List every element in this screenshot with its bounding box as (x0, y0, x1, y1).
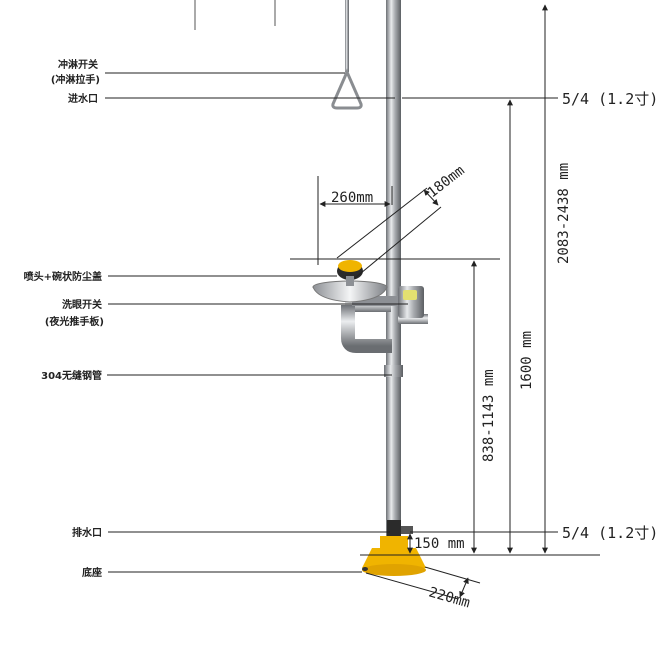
dim-inlet-size: 5/4 (1.2寸) (562, 90, 658, 108)
label-shower-switch: 冲淋开关 (58, 58, 98, 71)
label-nozzle-cover: 喷头+碗状防尘盖 (24, 270, 102, 283)
dim-bowl-height: 838-1143 mm (481, 369, 497, 462)
dim-bowl-diameter: 180mm (425, 163, 468, 202)
dim-total-height: 2083-2438 mm (556, 163, 572, 264)
shower-pull-handle (331, 0, 363, 110)
label-base: 底座 (82, 566, 102, 579)
label-shower-switch-sub: (冲淋拉手) (51, 73, 100, 86)
label-drain: 排水口 (72, 526, 102, 539)
label-water-inlet: 进水口 (68, 92, 98, 105)
eyewash-assembly (312, 260, 428, 353)
dim-base-diameter: 220mm (427, 584, 472, 611)
dim-arm-reach: 260mm (331, 190, 373, 206)
label-eyewash-switch-sub: (夜光推手板) (45, 315, 104, 328)
dim-drain-height: 150 mm (414, 536, 465, 552)
pipe-fitting (384, 365, 403, 377)
label-eyewash-switch: 洗眼开关 (62, 298, 102, 311)
label-pipe: 304无缝钢管 (41, 369, 102, 382)
dim-inlet-height: 1600 mm (519, 331, 535, 390)
dimension-lines (290, 4, 600, 600)
base-assembly (362, 520, 426, 576)
main-pipe (386, 0, 401, 540)
leader-lines (105, 72, 408, 573)
dim-drain-size: 5/4 (1.2寸) (562, 524, 658, 542)
